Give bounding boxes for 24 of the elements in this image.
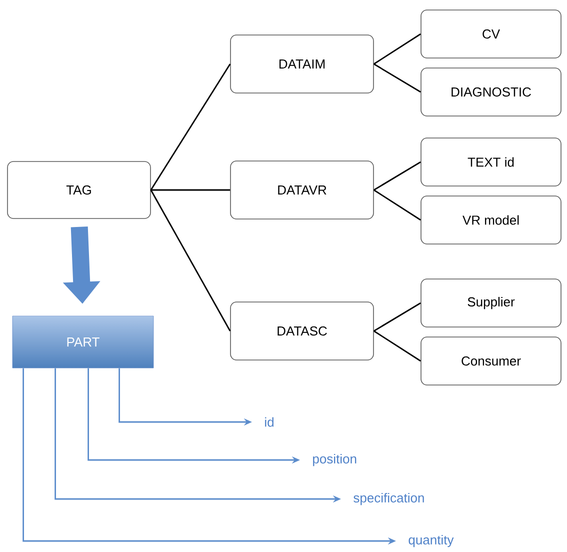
connector-line (374, 330, 421, 362)
rounded-box: Consumer (420, 336, 562, 386)
field-label: specification (354, 492, 424, 506)
connector-line (150, 190, 231, 332)
field-label: id (265, 417, 274, 427)
rounded-box: CV (420, 10, 562, 58)
rounded-box: Supplier (420, 278, 562, 328)
rounded-box: TAG (7, 161, 151, 219)
rounded-box: DIAGNOSTIC (420, 68, 562, 116)
field-label: quantity (408, 534, 454, 548)
connector-line (374, 189, 421, 221)
connector-line (374, 302, 421, 332)
rounded-box: DATAVR (230, 160, 374, 220)
connector-line (374, 63, 421, 93)
rounded-box: DATASC (230, 302, 374, 360)
connector-line (374, 33, 421, 65)
rounded-box: DATAIM (230, 34, 374, 94)
rounded-box: VR model (420, 196, 562, 244)
rounded-box: TEXT id (420, 138, 562, 186)
field-label: position (313, 454, 356, 466)
connector-line (150, 189, 230, 191)
connector-line (150, 64, 231, 190)
connector-line (374, 161, 421, 191)
part-box: PART (12, 316, 154, 368)
